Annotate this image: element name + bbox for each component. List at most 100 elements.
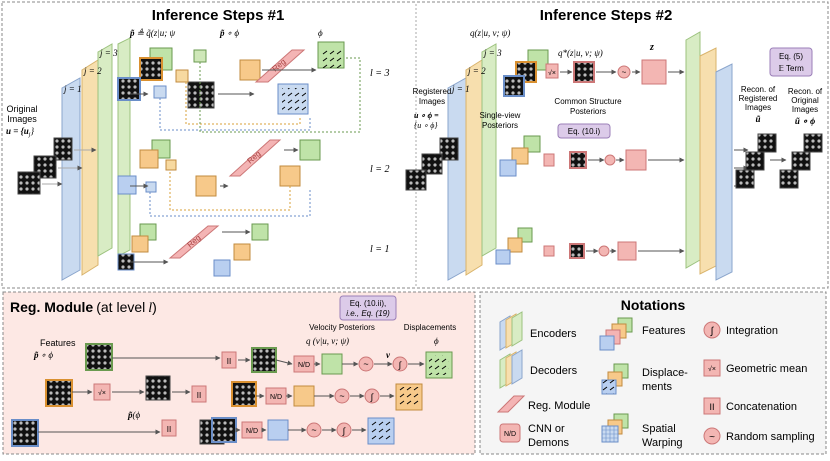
reg-module-l1: Reg bbox=[168, 225, 220, 259]
recon-registered-stack bbox=[735, 133, 777, 189]
common-posterior-l1 bbox=[569, 243, 585, 259]
phi-reg-label: ϕ bbox=[434, 336, 439, 346]
reg-concat-ops: II II II bbox=[161, 351, 237, 437]
svg-text:Warping: Warping bbox=[642, 437, 683, 449]
registered-def-2: {u∘ ϕ} bbox=[414, 121, 438, 130]
reg-arrows bbox=[38, 355, 425, 435]
common-label-2: Posteriors bbox=[570, 107, 606, 116]
inf2-encoder-j3 bbox=[481, 43, 497, 257]
rand-op-l2 bbox=[604, 154, 616, 166]
svg-text:CNN or: CNN or bbox=[528, 423, 565, 435]
svg-text:∫: ∫ bbox=[342, 426, 347, 436]
registered-image-stack bbox=[405, 137, 459, 191]
single-label-2: Posteriors bbox=[482, 121, 518, 130]
eq10ii-box: Eq. (10.ii), i.e., Eq. (19) bbox=[339, 295, 397, 321]
svg-text:Eq. (10.i): Eq. (10.i) bbox=[568, 127, 601, 136]
svg-text:Spatial: Spatial bbox=[642, 423, 676, 435]
rand-op-l3: ~ bbox=[617, 65, 631, 79]
reg-module-l3: Reg bbox=[254, 49, 306, 83]
svg-text:Geometric mean: Geometric mean bbox=[726, 363, 807, 375]
svg-text:Encoders: Encoders bbox=[530, 328, 577, 340]
svg-text:Integration: Integration bbox=[726, 325, 778, 337]
geomean-op-l1 bbox=[543, 245, 555, 257]
level-2-label: l = 2 bbox=[370, 164, 390, 175]
svg-text:N/D: N/D bbox=[298, 362, 310, 369]
reg-rand-ops: ~ ~ ~ bbox=[306, 356, 374, 438]
svg-text:~: ~ bbox=[339, 391, 344, 401]
common-posterior-l2 bbox=[569, 151, 587, 169]
notation-reg-module: Reg. Module bbox=[496, 395, 590, 413]
encoder-slab-j3 bbox=[97, 43, 113, 257]
features-math: p̃∘ ϕ bbox=[33, 350, 53, 360]
notation-spatial-warping: Spatial Warping bbox=[601, 413, 683, 449]
svg-text:√×: √× bbox=[98, 389, 106, 397]
geomean-op-l2 bbox=[543, 153, 555, 167]
recon-orig-2: Original bbox=[791, 96, 819, 105]
svg-text:Reg. Module: Reg. Module bbox=[528, 400, 590, 412]
svg-text:N/D: N/D bbox=[504, 431, 516, 438]
q-label: q(z|u, v; ψ) bbox=[470, 28, 510, 38]
notations-title: Notations bbox=[621, 297, 686, 313]
reg-velocity-features bbox=[267, 353, 343, 441]
notation-cnn: N/D CNN or Demons bbox=[499, 423, 569, 449]
inf1-dotted-yellow bbox=[169, 82, 301, 211]
svg-text:Concatenation: Concatenation bbox=[726, 401, 797, 413]
svg-text:∫: ∫ bbox=[398, 360, 403, 370]
recon-reg-2: Registered bbox=[739, 94, 778, 103]
z-label: z bbox=[649, 42, 654, 53]
level-1-label: l = 1 bbox=[370, 244, 390, 255]
encoder-slab-j1 bbox=[61, 77, 81, 281]
notation-concat: II Concatenation bbox=[703, 397, 797, 415]
svg-text:~: ~ bbox=[363, 359, 368, 369]
svg-text:N/D: N/D bbox=[270, 394, 282, 401]
notation-decoders: Decoders bbox=[499, 349, 578, 389]
velocity-label: Velocity Posteriors bbox=[309, 323, 375, 332]
svg-text:Demons: Demons bbox=[528, 437, 569, 449]
qstar-label: q*(z|u, v; ψ) bbox=[558, 48, 603, 58]
reg-input-features bbox=[11, 343, 113, 447]
svg-text:∫: ∫ bbox=[710, 326, 715, 337]
original-images-def: u = {uj} bbox=[6, 126, 34, 138]
svg-text:II: II bbox=[167, 425, 171, 434]
p-hat-composition: p̃∘ ϕ bbox=[219, 28, 239, 38]
inf2-j1-label: j = 1 bbox=[451, 84, 470, 94]
single-label-1: Single-view bbox=[480, 111, 521, 120]
notations-panel bbox=[479, 291, 827, 455]
warp-op-l2b bbox=[145, 181, 157, 193]
svg-text:Random sampling: Random sampling bbox=[726, 431, 815, 443]
svg-text:∫: ∫ bbox=[370, 392, 375, 402]
inf1-l1-features bbox=[117, 223, 157, 271]
geomean-op-l3: √× bbox=[545, 63, 559, 79]
registered-label-2: Images bbox=[419, 97, 445, 106]
svg-text:Eq. (10.ii),: Eq. (10.ii), bbox=[350, 299, 386, 308]
svg-text:Eq. (5): Eq. (5) bbox=[779, 52, 803, 61]
recon-orig-3: Images bbox=[792, 105, 818, 114]
inf1-arrows bbox=[130, 67, 317, 265]
original-images-label-1: Original bbox=[6, 104, 37, 114]
displacement-l3 bbox=[317, 41, 345, 69]
svg-text:II: II bbox=[709, 402, 714, 412]
j1-label: j = 1 bbox=[63, 84, 82, 94]
displacement-l1 bbox=[213, 223, 269, 277]
svg-text:~: ~ bbox=[311, 425, 316, 435]
reg-int-ops: ∫ ∫ ∫ bbox=[336, 356, 408, 438]
registered-def-1: u ∘ ϕ = bbox=[414, 111, 439, 120]
recon-reg-3: Images bbox=[745, 103, 771, 112]
p-phi-label: p̃(ϕ bbox=[127, 410, 140, 420]
svg-text:Features: Features bbox=[642, 325, 686, 337]
recon-orig-sym: ũ ∘ ϕ bbox=[795, 116, 815, 126]
level-3-label: l = 3 bbox=[370, 68, 390, 79]
notation-geomean: √× Geometric mean bbox=[703, 359, 807, 377]
velocity-math: q (v|u, v; ψ) bbox=[306, 336, 349, 346]
inf2-j2-label: j = 2 bbox=[467, 66, 486, 76]
features-label: Features bbox=[40, 338, 76, 348]
inf2-l3-features bbox=[503, 49, 549, 97]
inf2-j3-label: j = 3 bbox=[483, 48, 502, 58]
svg-text:i.e., Eq. (19): i.e., Eq. (19) bbox=[346, 309, 390, 318]
recon-reg-sym: ũ bbox=[755, 114, 760, 124]
original-images-label-2: Images bbox=[7, 114, 37, 124]
